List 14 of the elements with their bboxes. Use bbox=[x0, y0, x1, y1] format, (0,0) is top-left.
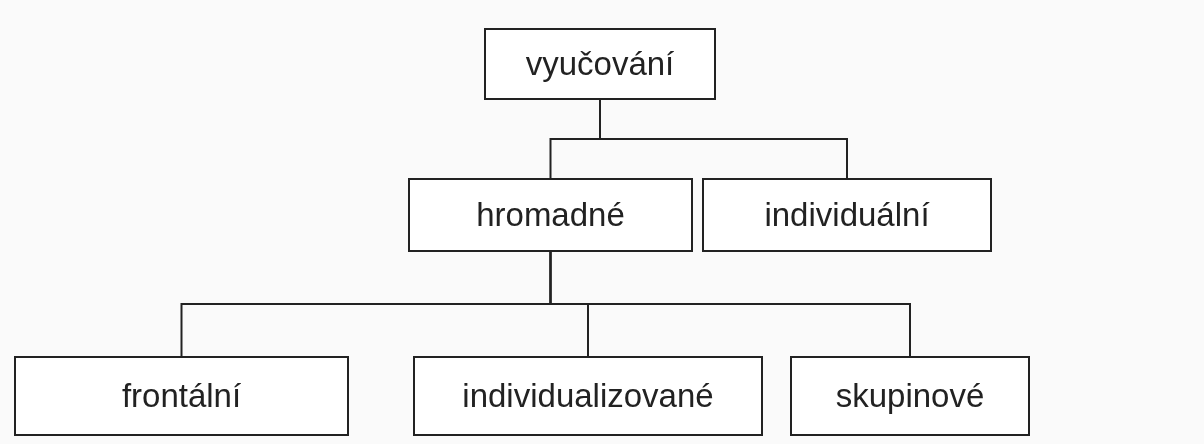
category-box bbox=[408, 178, 693, 252]
node-label: frontální bbox=[121, 377, 242, 415]
category-box bbox=[413, 356, 763, 436]
node-label: hromadné bbox=[476, 196, 625, 234]
category-box bbox=[702, 178, 992, 252]
connector-line bbox=[549, 251, 911, 357]
category-box bbox=[14, 356, 349, 436]
node-label: skupinové bbox=[835, 377, 985, 415]
node-label: individualizované bbox=[462, 377, 714, 415]
connector-line bbox=[599, 99, 848, 179]
category-box bbox=[484, 28, 716, 100]
category-box bbox=[790, 356, 1030, 436]
node-label: vyučování bbox=[525, 45, 675, 83]
node-label: individuální bbox=[764, 196, 930, 234]
